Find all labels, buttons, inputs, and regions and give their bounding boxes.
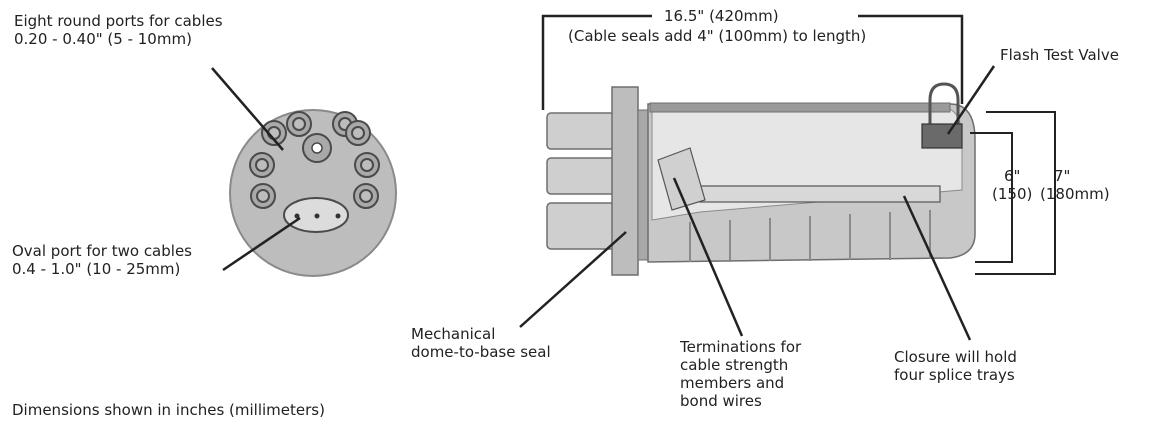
label-height-inner: 6" (150) bbox=[992, 167, 1033, 203]
side-view bbox=[519, 14, 1056, 341]
flash-test-valve bbox=[921, 123, 963, 149]
label-mechanical-seal: Mechanical dome-to-base seal bbox=[411, 325, 551, 361]
splice-tray bbox=[699, 185, 941, 203]
round-ports bbox=[249, 111, 380, 209]
label-oval-port: Oval port for two cables 0.4 - 1.0" (10 … bbox=[12, 242, 192, 278]
label-dimensions-note: Dimensions shown in inches (millimeters) bbox=[12, 401, 325, 419]
leader-oval-port bbox=[222, 216, 301, 272]
label-flash-test-valve: Flash Test Valve bbox=[1000, 46, 1119, 64]
leader-lines bbox=[519, 65, 996, 341]
label-terminations: Terminations for cable strength members … bbox=[680, 338, 802, 410]
label-closure-trays: Closure will hold four splice trays bbox=[894, 348, 1017, 384]
label-cable-seals-note: (Cable seals add 4" (100mm) to length) bbox=[568, 27, 867, 45]
end-view bbox=[211, 67, 397, 277]
cable-seals bbox=[546, 112, 618, 250]
label-height-outer: 7" (180mm) bbox=[1040, 167, 1110, 203]
dimension-lines bbox=[541, 14, 1056, 275]
valve-handle bbox=[928, 82, 960, 132]
end-cap bbox=[229, 109, 397, 277]
dome-ribs bbox=[689, 210, 931, 262]
label-eight-round-ports: Eight round ports for cables 0.20 - 0.40… bbox=[14, 12, 223, 48]
label-length-dimension: 16.5" (420mm) bbox=[664, 7, 779, 25]
leader-eight-ports bbox=[211, 67, 284, 151]
base-flange bbox=[611, 86, 639, 276]
